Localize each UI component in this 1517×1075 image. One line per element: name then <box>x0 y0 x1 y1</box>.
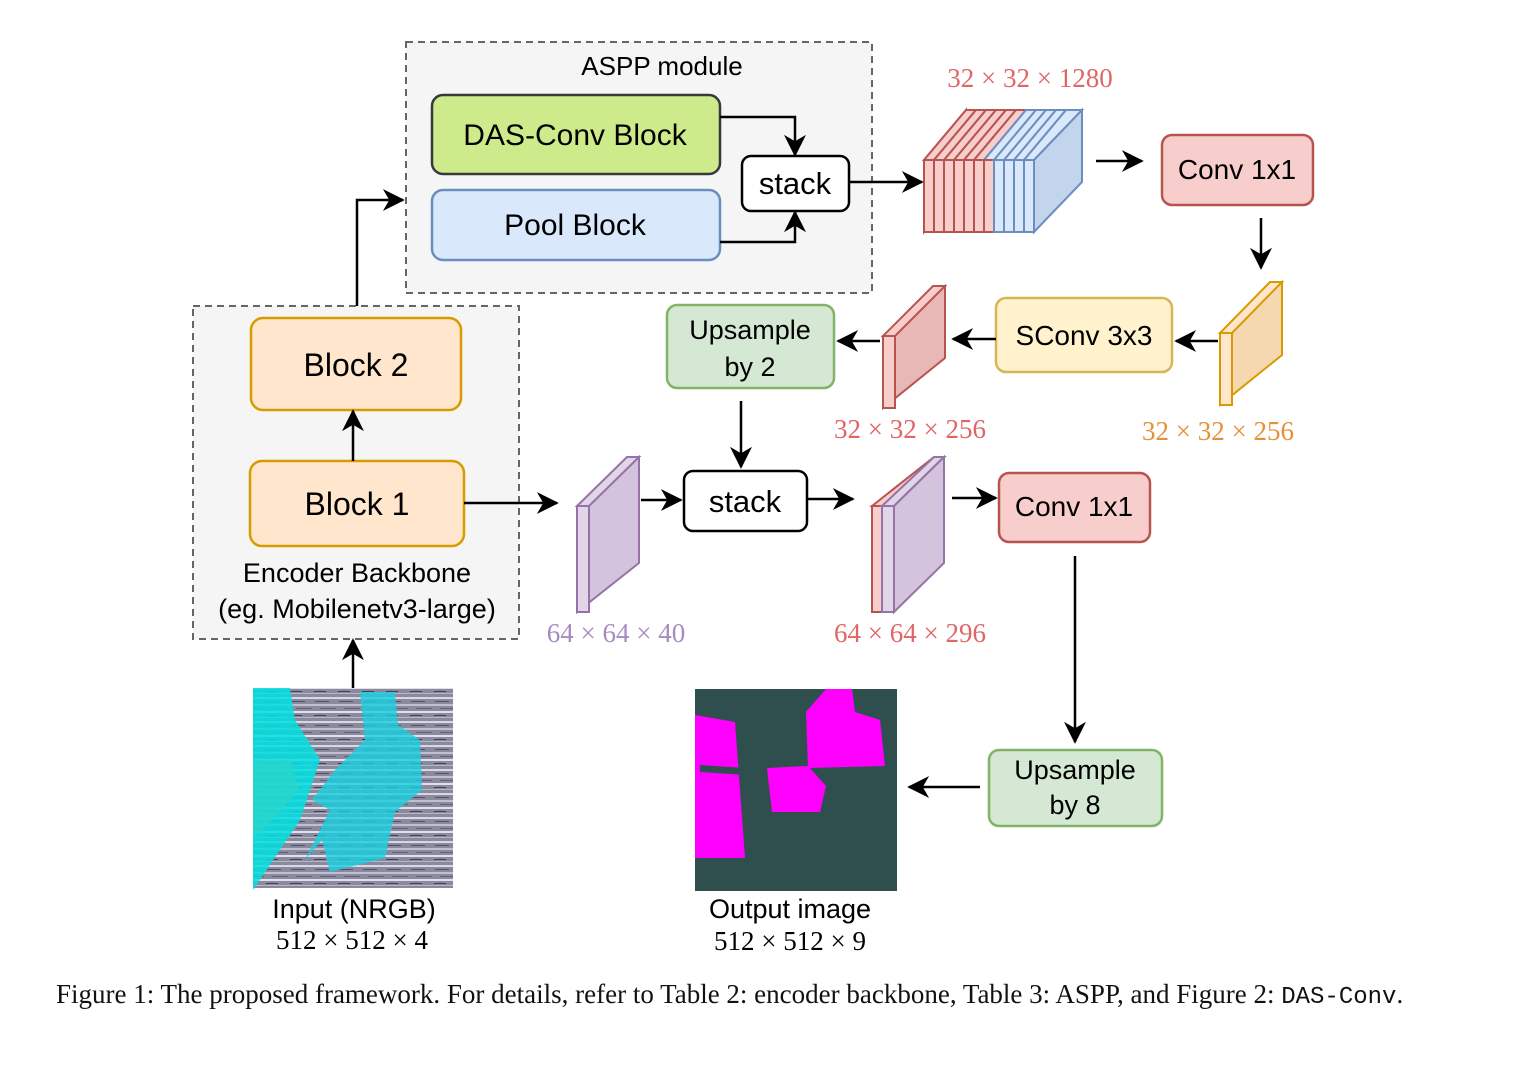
output-dims: 512 × 512 × 9 <box>714 926 866 956</box>
encoder-label-line2: (eg. Mobilenetv3-large) <box>218 594 496 624</box>
tensor-purple-block1-out: 64 × 64 × 40 <box>547 454 685 648</box>
input-label: Input (NRGB) <box>272 894 436 924</box>
figure-caption: Figure 1: The proposed framework. For de… <box>56 976 1466 1016</box>
conv-1x1-top: Conv 1x1 <box>1160 133 1315 207</box>
tensor-concat: 64 × 64 × 296 <box>834 454 986 648</box>
dim-block1-out: 64 × 64 × 40 <box>547 618 685 648</box>
dim-sconv-out: 32 × 32 × 256 <box>834 414 986 444</box>
caption-end: . <box>1396 979 1404 1009</box>
arrow-dasconv-to-stack <box>720 115 806 157</box>
dim-concat: 64 × 64 × 296 <box>834 618 986 648</box>
output-label: Output image <box>709 894 871 924</box>
svg-text:stack: stack <box>709 484 782 519</box>
sconv-3x3: SConv 3x3 <box>994 296 1174 374</box>
arrow-encoder-to-aspp <box>355 189 405 306</box>
caption-mono: DAS-Conv <box>1281 984 1397 1011</box>
upsample-by-8: Upsample by 8 <box>987 748 1164 828</box>
block-2: Block 2 <box>249 316 463 412</box>
upsample8-line2: by 8 <box>1049 790 1100 820</box>
svg-text:SConv 3x3: SConv 3x3 <box>1016 320 1153 351</box>
input-image: Input (NRGB) 512 × 512 × 4 <box>253 688 453 955</box>
arrow-pool-to-stack <box>720 210 806 244</box>
svg-text:DAS-Conv Block: DAS-Conv Block <box>463 119 687 152</box>
tensor-red-sconv-out: 32 × 32 × 256 <box>834 283 986 444</box>
svg-text:Block 1: Block 1 <box>305 486 410 522</box>
stack-mid: stack <box>682 469 809 533</box>
aspp-title: ASPP module <box>581 51 742 81</box>
svg-text:stack: stack <box>759 166 832 201</box>
upsample8-line1: Upsample <box>1014 755 1136 785</box>
aspp-output-tensor: 32 × 32 × 1280 <box>921 63 1113 235</box>
upsample2-line2: by 2 <box>724 352 775 382</box>
svg-text:Pool Block: Pool Block <box>504 209 647 242</box>
svg-text:Block 2: Block 2 <box>304 347 409 383</box>
arrows <box>342 115 1272 798</box>
upsample2-line1: Upsample <box>689 315 811 345</box>
aspp-stack: stack <box>740 154 851 213</box>
block-1: Block 1 <box>248 459 466 548</box>
dim-aspp-out: 32 × 32 × 1280 <box>947 63 1112 93</box>
output-image: Output image 512 × 512 × 9 <box>695 689 897 956</box>
conv-1x1-mid: Conv 1x1 <box>997 471 1152 544</box>
pool-block: Pool Block <box>430 188 722 262</box>
input-dims: 512 × 512 × 4 <box>276 925 428 955</box>
dim-sconv-in: 32 × 32 × 256 <box>1142 416 1294 446</box>
svg-text:Conv 1x1: Conv 1x1 <box>1015 491 1133 522</box>
tensor-orange: 32 × 32 × 256 <box>1142 279 1294 446</box>
das-conv-block: DAS-Conv Block <box>430 93 722 176</box>
encoder-label-line1: Encoder Backbone <box>243 558 471 588</box>
upsample-by-2: Upsample by 2 <box>665 303 836 390</box>
caption-text: Figure 1: The proposed framework. For de… <box>56 979 1275 1009</box>
svg-text:Conv 1x1: Conv 1x1 <box>1178 154 1296 185</box>
